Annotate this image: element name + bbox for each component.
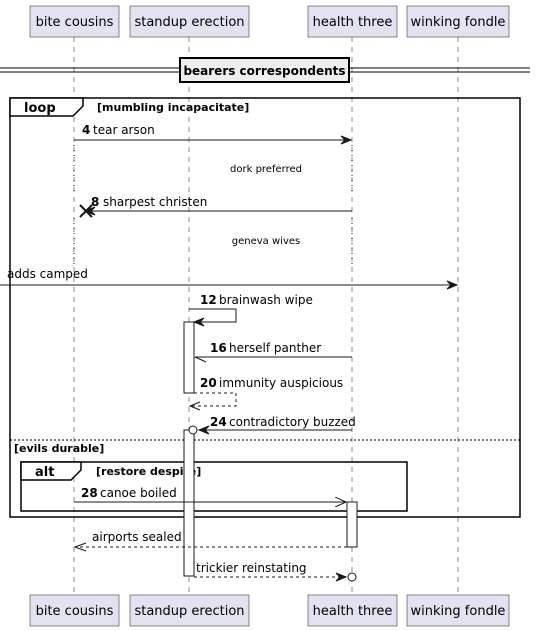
message-4: 4 tear arson bbox=[74, 123, 353, 145]
loop-guard: [mumbling incapacitate] bbox=[97, 101, 249, 114]
message-found: adds camped bbox=[0, 267, 459, 290]
loop-keyword: loop bbox=[24, 101, 56, 116]
message-20: 20 immunity auspicious bbox=[188, 376, 343, 411]
circle-endpoint-icon bbox=[188, 425, 198, 435]
message-number: 4 bbox=[82, 123, 90, 137]
message-number: 20 bbox=[200, 376, 217, 390]
participant-label: bite cousins bbox=[36, 604, 114, 619]
participant-health-three-bottom: health three bbox=[307, 594, 398, 627]
message-label: trickier reinstating bbox=[196, 561, 307, 575]
message-label: canoe boiled bbox=[100, 486, 177, 500]
loop-frame: loop [mumbling incapacitate] [evils dura… bbox=[9, 97, 521, 518]
message-label: tear arson bbox=[93, 123, 155, 137]
participant-standup-erection-top: standup erection bbox=[129, 5, 250, 38]
participant-label: winking fondle bbox=[411, 15, 506, 30]
message-16: 16 herself panther bbox=[194, 341, 352, 363]
message-number: 24 bbox=[210, 415, 227, 429]
participant-label: bite cousins bbox=[36, 15, 114, 30]
message-number: 28 bbox=[81, 486, 98, 500]
else-guard: [evils durable] bbox=[14, 442, 104, 455]
circle-endpoint-icon bbox=[347, 572, 357, 582]
delay-section: geneva wives bbox=[73, 218, 353, 266]
alt-guard: [restore despite] bbox=[96, 465, 201, 478]
message-24: 24 contradictory buzzed bbox=[188, 415, 356, 435]
divider-label: bearers correspondents bbox=[183, 64, 345, 78]
message-label: sharpest christen bbox=[103, 195, 207, 209]
message-12: 12 brainwash wipe bbox=[189, 293, 313, 327]
divider: bearers correspondents bbox=[0, 57, 530, 83]
participant-standup-erection-bottom: standup erection bbox=[129, 594, 250, 627]
message-label: immunity auspicious bbox=[219, 376, 343, 390]
alt-keyword: alt bbox=[35, 465, 54, 480]
participant-label: standup erection bbox=[134, 15, 244, 30]
message-label: herself panther bbox=[229, 341, 321, 355]
message-label: contradictory buzzed bbox=[229, 415, 356, 429]
message-label: adds camped bbox=[7, 267, 88, 281]
message-number: 12 bbox=[200, 293, 217, 307]
delay-section: dork preferred bbox=[73, 145, 353, 195]
message-28: 28 canoe boiled bbox=[74, 486, 346, 502]
alt-frame: alt [restore despite] bbox=[20, 461, 408, 512]
destroy-icon bbox=[79, 204, 93, 218]
message-8: 8 sharpest christen bbox=[79, 195, 352, 218]
participant-health-three-top: health three bbox=[307, 5, 398, 38]
activation-bar bbox=[346, 501, 358, 548]
message-number: 16 bbox=[210, 341, 227, 355]
message-return: airports sealed bbox=[73, 530, 347, 552]
participant-winking-fondle-bottom: winking fondle bbox=[406, 594, 510, 627]
participant-label: health three bbox=[313, 15, 393, 30]
message-number: 8 bbox=[91, 195, 99, 209]
delay-label: geneva wives bbox=[232, 236, 300, 247]
participant-bite-cousins-top: bite cousins bbox=[29, 5, 120, 38]
participant-winking-fondle-top: winking fondle bbox=[406, 5, 510, 38]
message-label: airports sealed bbox=[92, 530, 182, 544]
participant-bite-cousins-bottom: bite cousins bbox=[29, 594, 120, 627]
message-return-circle: trickier reinstating bbox=[194, 561, 357, 582]
message-label: brainwash wipe bbox=[219, 293, 313, 307]
participant-label: health three bbox=[313, 604, 393, 619]
participant-label: winking fondle bbox=[411, 604, 506, 619]
activation-bar bbox=[183, 321, 195, 394]
delay-label: dork preferred bbox=[230, 164, 302, 175]
activation-bar bbox=[183, 429, 195, 577]
participant-label: standup erection bbox=[134, 604, 244, 619]
